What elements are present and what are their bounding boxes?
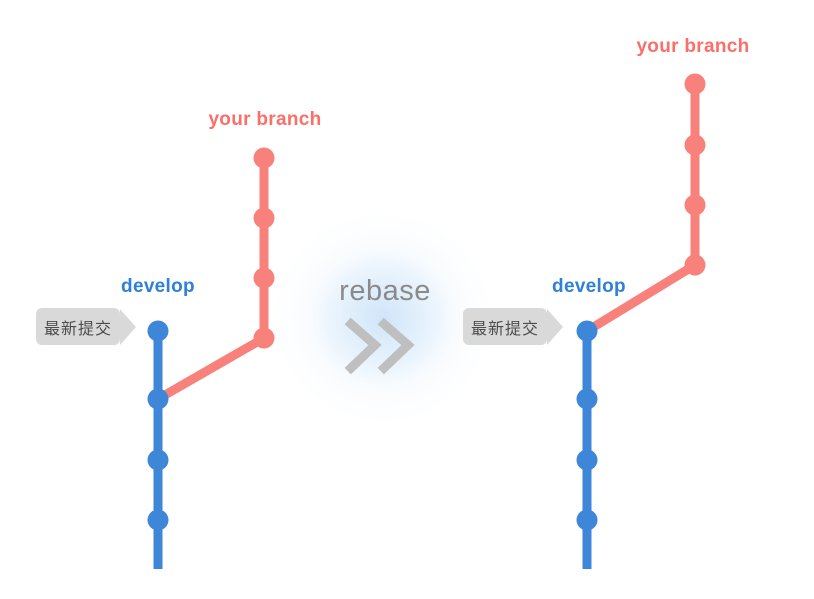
your-branch-label-after: your branch	[636, 36, 750, 57]
commit-dot-red-before	[253, 147, 275, 169]
chevron-right-icon	[344, 317, 382, 375]
chevron-right-icon	[377, 317, 415, 375]
commit-dot-red-after	[684, 194, 706, 216]
develop-label-after: develop	[552, 276, 626, 297]
commit-dot-red-after	[684, 134, 706, 156]
commit-dot-blue-before	[147, 388, 169, 410]
commit-dot-blue-before	[147, 509, 169, 531]
your-branch-label-before: your branch	[208, 109, 322, 130]
commit-dot-blue-after	[576, 449, 598, 471]
latest-commit-tag-after-text: 最新提交	[470, 320, 539, 338]
commit-dot-red-before	[253, 327, 275, 349]
develop-label-before: develop	[121, 276, 195, 297]
commit-dot-red-before	[253, 207, 275, 229]
commit-dot-red-before	[253, 267, 275, 289]
commit-dot-blue-before	[147, 449, 169, 471]
commit-dot-blue-before	[147, 320, 169, 342]
double-chevron-right-icon	[344, 317, 415, 375]
glow-background	[273, 212, 493, 424]
commit-dot-blue-after	[576, 320, 598, 342]
rebase-label: rebase	[339, 275, 431, 307]
commit-dot-blue-after	[576, 509, 598, 531]
commit-dot-blue-after	[576, 388, 598, 410]
commit-dot-red-after	[684, 254, 706, 276]
latest-commit-tag-before: 最新提交	[36, 308, 120, 345]
latest-commit-tag-before-text: 最新提交	[43, 320, 112, 338]
latest-commit-tag-after: 最新提交	[463, 308, 547, 345]
commit-dot-red-after	[684, 73, 706, 95]
